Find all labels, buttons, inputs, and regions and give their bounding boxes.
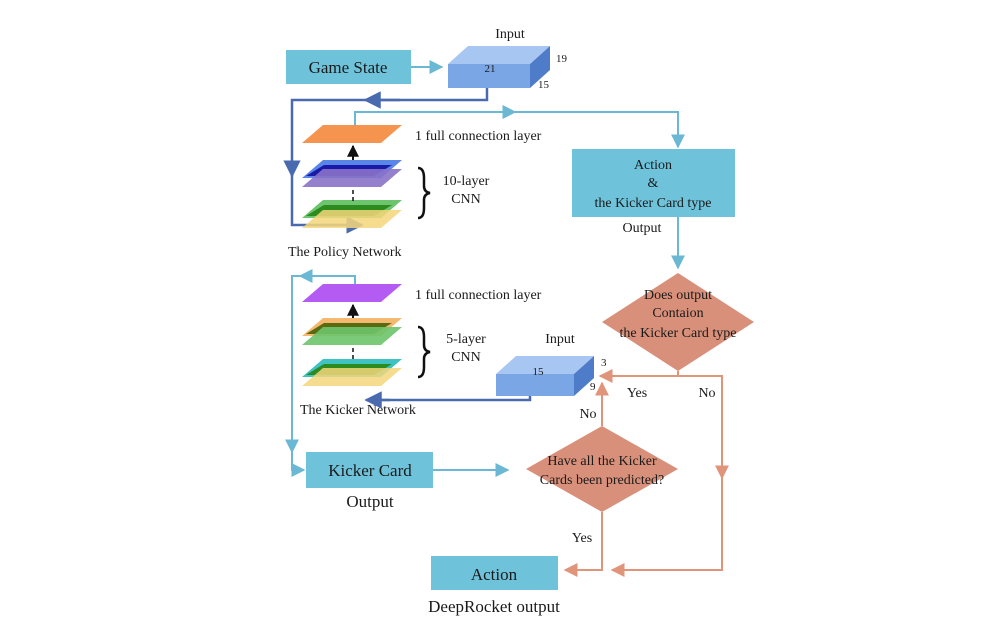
kicker-cnn-line1: 5-layer: [446, 332, 486, 347]
input-cube-bottom: Input 15 3 9: [496, 332, 607, 396]
final-action-caption: DeepRocket output: [428, 597, 560, 616]
action-box-line3: the Kicker Card type: [594, 196, 711, 211]
action-box-caption: Output: [623, 221, 662, 236]
decision-all-predicted: Have all the Kicker Cards been predicted…: [526, 426, 678, 512]
input-bottom-title: Input: [545, 332, 575, 347]
final-action-label: Action: [471, 565, 518, 584]
kicker-card-label: Kicker Card: [328, 461, 412, 480]
input-bottom-front-dim: 15: [533, 366, 545, 378]
decision-contains-no: No: [698, 386, 715, 401]
kicker-card-box: Kicker Card Output: [306, 452, 433, 511]
policy-fc-label: 1 full connection layer: [415, 129, 542, 144]
decision-contains-kicker: Does output Contaion the Kicker Card typ…: [602, 273, 754, 371]
kicker-layer-green: [302, 327, 402, 345]
policy-network-name: The Policy Network: [288, 245, 402, 260]
policy-layer-purple: [302, 169, 402, 187]
decision-contains-line3: the Kicker Card type: [619, 326, 736, 341]
decision-contains-yes: Yes: [627, 386, 647, 401]
kicker-network-name: The Kicker Network: [300, 403, 416, 418]
decision-contains-line2: Contaion: [652, 306, 703, 321]
kicker-network: 1 full connection layer 5-layer CNN The …: [300, 284, 542, 418]
policy-network: 1 full connection layer 10-layer CNN The…: [288, 125, 542, 260]
input-top-height-dim: 15: [538, 79, 550, 91]
decision-predicted-no: No: [579, 407, 596, 422]
game-state-label: Game State: [309, 58, 388, 77]
kicker-cnn-line2: CNN: [451, 350, 481, 365]
kicker-fc-label: 1 full connection layer: [415, 288, 542, 303]
policy-cnn-line2: CNN: [451, 192, 481, 207]
input-bottom-height-dim: 9: [590, 381, 596, 393]
kicker-brace: [417, 325, 431, 379]
decision-predicted-line2: Cards been predicted?: [540, 473, 664, 488]
decision-contains-line1: Does output: [644, 288, 712, 303]
action-kicker-type-box: Action & the Kicker Card type Output: [572, 149, 735, 236]
action-box-line2: &: [648, 176, 659, 191]
decision-predicted-line1: Have all the Kicker: [547, 454, 657, 469]
final-action-box: Action DeepRocket output: [428, 556, 560, 616]
policy-fc-layer: [302, 125, 402, 143]
kicker-fc-layer: [302, 284, 402, 302]
input-top-front-dim: 21: [485, 63, 496, 75]
game-state-box: Game State: [286, 50, 411, 84]
kicker-card-caption: Output: [346, 492, 394, 511]
policy-layer-yellow: [302, 210, 402, 228]
connector-input-kicker: [370, 396, 532, 402]
input-bottom-depth-dim: 3: [601, 357, 607, 369]
policy-cnn-line1: 10-layer: [443, 174, 490, 189]
action-box-line1: Action: [634, 158, 672, 173]
input-top-depth-dim: 19: [556, 53, 568, 65]
policy-brace: [417, 166, 431, 220]
decision-predicted-yes: Yes: [572, 531, 592, 546]
kicker-layer-yellow: [302, 368, 402, 386]
connector-policy-to-action: [354, 111, 679, 142]
input-top-title: Input: [495, 27, 525, 42]
input-cube-top: Input 21 19 15: [448, 27, 568, 91]
